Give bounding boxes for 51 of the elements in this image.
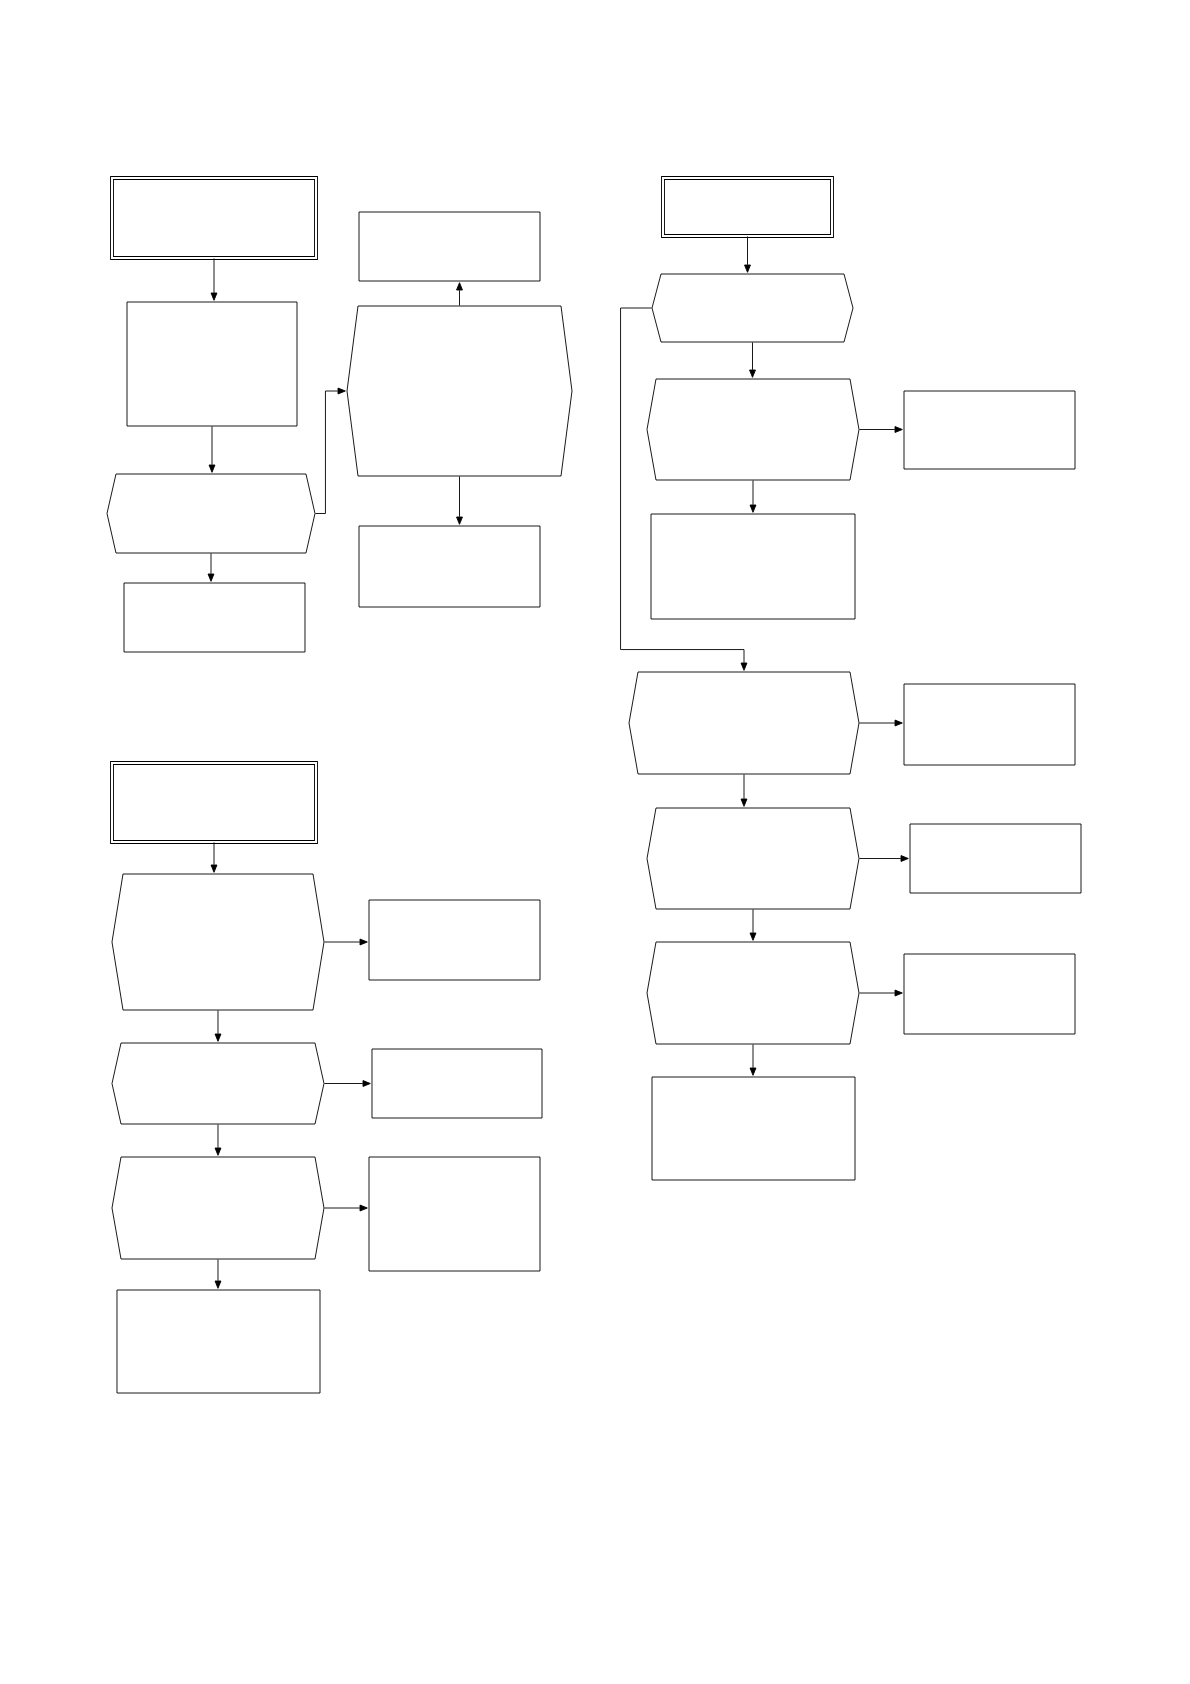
arrow	[749, 342, 756, 378]
arrow	[456, 476, 463, 525]
process-box	[650, 513, 856, 620]
arrow	[749, 909, 757, 941]
title-frame	[661, 176, 834, 238]
arrow	[749, 480, 757, 513]
arrow	[749, 1044, 757, 1076]
hexagon-shape	[646, 941, 860, 1045]
process-box	[903, 683, 1076, 766]
title-frame	[110, 761, 318, 844]
arrow	[859, 719, 903, 727]
arrow	[208, 426, 216, 473]
hexagon-shape	[346, 305, 573, 477]
hexagon-shape	[111, 1156, 325, 1260]
process-box	[903, 390, 1076, 470]
arrow	[859, 989, 903, 997]
hexagon-shape	[111, 1042, 325, 1125]
arrow	[207, 553, 215, 582]
process-box	[651, 1076, 856, 1181]
arrow	[456, 282, 463, 306]
arrow	[324, 1080, 371, 1087]
process-box	[903, 953, 1076, 1035]
arrow	[859, 426, 903, 433]
arrow	[210, 258, 218, 301]
arrow	[620, 307, 748, 671]
arrow	[210, 842, 218, 873]
process-box	[368, 1156, 541, 1272]
process-box	[123, 582, 306, 653]
hexagon-shape	[106, 473, 316, 554]
arrow	[740, 774, 748, 807]
hexagon-shape	[646, 378, 860, 481]
arrow	[214, 1124, 222, 1156]
arrow	[324, 938, 368, 946]
process-box	[126, 301, 298, 427]
hexagon-shape	[111, 873, 325, 1011]
arrow	[214, 1259, 222, 1289]
arrow	[324, 1204, 368, 1212]
hexagon-shape	[646, 807, 860, 910]
arrow	[859, 855, 909, 862]
hexagon-shape	[628, 671, 860, 775]
title-frame	[110, 176, 318, 260]
process-box	[358, 211, 541, 282]
process-box	[116, 1289, 321, 1394]
arrow	[744, 236, 751, 273]
process-box	[368, 899, 541, 981]
hexagon-shape	[651, 273, 854, 343]
process-box	[358, 525, 541, 608]
process-box	[909, 823, 1082, 894]
arrow	[315, 387, 346, 514]
process-box	[371, 1048, 543, 1119]
arrow	[214, 1010, 222, 1042]
